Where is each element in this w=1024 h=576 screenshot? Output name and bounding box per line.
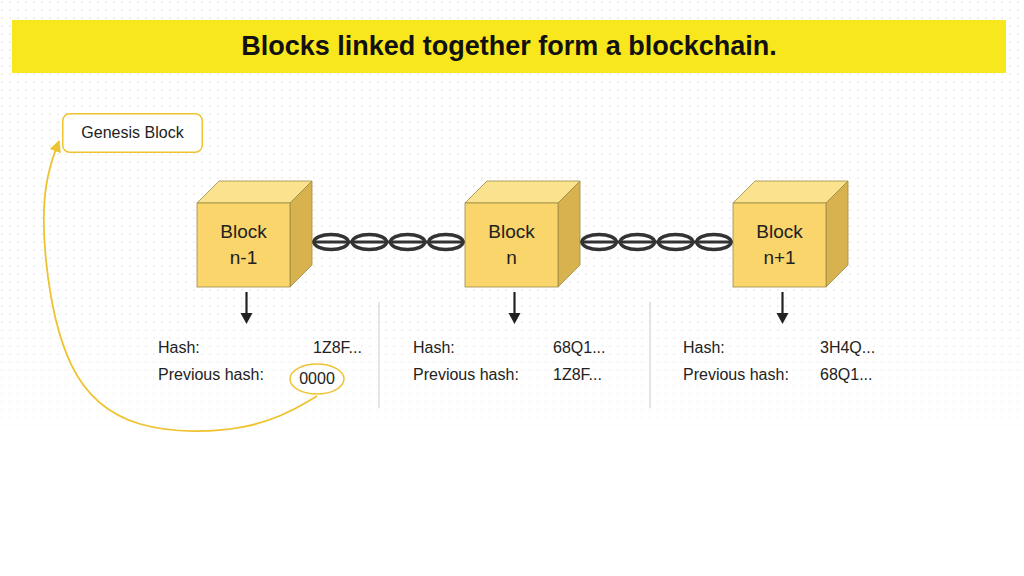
title-text: Blocks linked together form a blockchain… [241,31,777,62]
down-arrow [513,292,515,315]
column-divider [650,302,651,408]
chain-link [429,235,463,250]
chain-link [582,235,616,250]
callout-text: Genesis Block [81,123,183,143]
callout-outline [63,114,203,153]
cube-front [197,203,290,287]
reference-arrow [44,141,317,431]
down-arrow-head [241,313,253,324]
cube-label-area: Block n [465,203,558,287]
field-name: Hash: [683,338,725,358]
field-name: Previous hash: [683,365,789,385]
block-label: Block n+1 [749,219,811,271]
hash-value: 68Q1... [553,338,605,358]
chain-link [620,235,654,250]
title-bar: Blocks linked together form a blockchain… [12,20,1006,73]
field-name: Previous hash: [413,365,519,385]
down-arrows [241,292,789,324]
chain-connector [312,241,465,244]
cube-label-area: Block n+1 [733,203,826,287]
hash-value: 68Q1... [820,365,872,385]
hash-value: 0000 [299,369,335,389]
cube-front [733,203,826,287]
cube-side [290,181,312,287]
column-divider [379,302,380,408]
cube-label-area: Block n-1 [197,203,290,287]
block-cube: Block n [465,181,580,287]
field-name: Hash: [413,338,455,358]
cube-front [465,203,558,287]
chain-link [352,235,386,250]
chain-link [697,235,731,250]
dot-texture [0,0,1024,520]
field-name: Hash: [158,338,200,358]
down-arrow-head [509,313,521,324]
down-arrow [245,292,247,315]
chain-connector [580,241,733,244]
highlight-oval: 0000 [289,363,345,395]
chain-link [659,235,693,250]
cube-side [826,181,848,287]
block-label: Block n-1 [213,219,275,271]
down-arrow [781,292,783,315]
cube-side [558,181,580,287]
chain-link [391,235,425,250]
block-cube: Block n+1 [733,181,848,287]
down-arrow-head [777,313,789,324]
block-cube: Block n-1 [197,181,312,287]
chain-link [314,235,348,250]
texture-fade [0,300,1024,520]
field-name: Previous hash: [158,365,264,385]
block-label: Block n [481,219,543,271]
callout-box: Genesis Block [62,113,203,153]
oval-outline [290,364,344,394]
hash-value: 1Z8F... [553,365,602,385]
hash-value: 1Z8F... [313,338,362,358]
hash-value: 3H4Q... [820,338,875,358]
